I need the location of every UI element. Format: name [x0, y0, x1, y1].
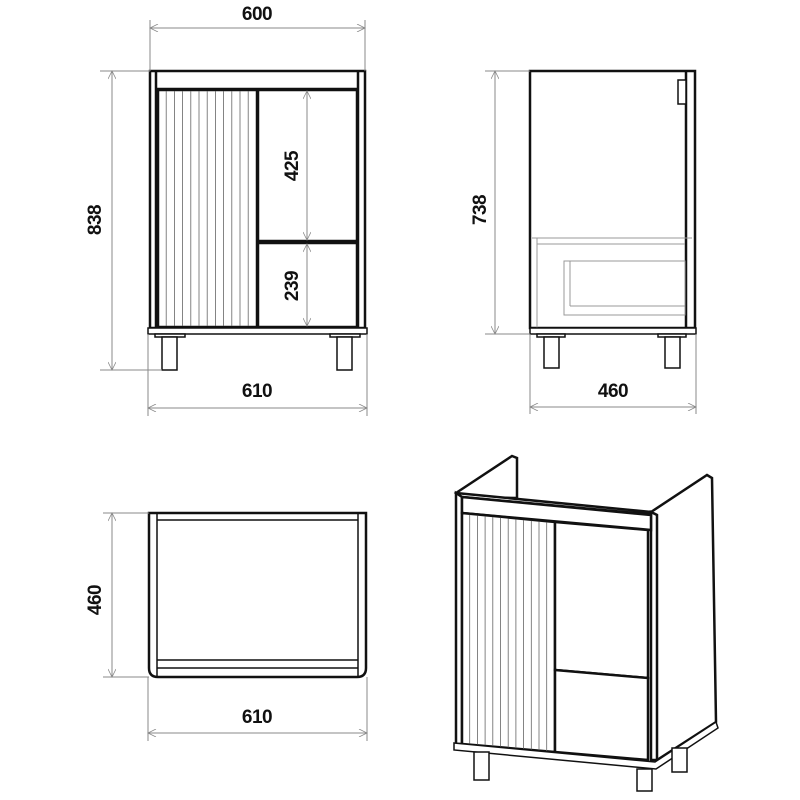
dimension-label-600: 600 [242, 4, 272, 25]
door-flutes [469, 514, 548, 752]
right-side-panel [649, 473, 718, 762]
top-rail [460, 495, 653, 532]
base-plinth [529, 327, 697, 335]
leg [161, 336, 178, 371]
dimension-label-738: 738 [470, 195, 491, 225]
top-view: 460 610 [85, 511, 368, 741]
side-panel [528, 69, 697, 330]
leg [473, 751, 490, 781]
isometric-view [453, 454, 719, 792]
left-back-panel [453, 454, 519, 500]
dimension-label-838: 838 [85, 205, 106, 235]
front-view: 600 838 425 239 610 [85, 4, 367, 416]
dimension-label-610: 610 [242, 381, 272, 402]
leg [336, 336, 353, 371]
leg [543, 336, 560, 369]
leg [671, 747, 688, 773]
hinge [677, 79, 687, 105]
base-plinth [147, 327, 368, 335]
leg [636, 768, 653, 792]
base-plinth [453, 720, 719, 770]
right-front-edge [649, 509, 659, 762]
drawer-box-outline [563, 260, 686, 316]
dimension-label-239: 239 [282, 271, 303, 301]
cabinet-outline [147, 511, 368, 679]
lower-drawer [553, 668, 650, 762]
upper-drawer [553, 520, 650, 680]
dimension-label-460: 460 [85, 585, 106, 615]
leg [664, 336, 681, 369]
dimension-label-425: 425 [282, 150, 303, 181]
dimension-label-460: 460 [598, 381, 628, 402]
door-flutes [165, 91, 249, 326]
dimension-label-610: 610 [242, 707, 272, 728]
side-view: 738 460 [470, 69, 697, 414]
